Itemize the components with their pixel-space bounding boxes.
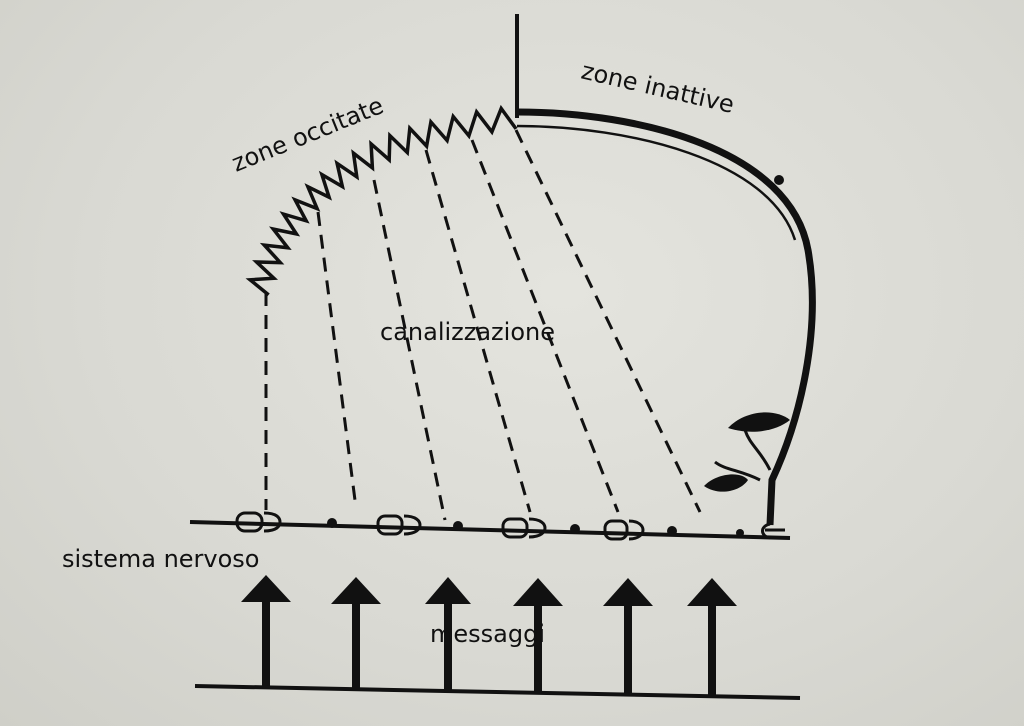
arc-dot: [774, 175, 784, 185]
message-arrow: [603, 578, 653, 696]
inactive-zone-arc-inner: [516, 124, 797, 241]
nerve-ending-blob: [728, 412, 790, 432]
node-dot: [667, 526, 677, 536]
synapse: [501, 517, 547, 539]
node-dot: [327, 518, 337, 528]
synapse: [235, 511, 282, 533]
synapse-end: [761, 522, 785, 540]
channel-line: [316, 211, 358, 509]
channel-lines: [264, 129, 702, 521]
inactive-zone-arc: [516, 108, 816, 526]
node-dot: [570, 524, 580, 534]
label-inactive-zones: zone inattive: [579, 57, 737, 119]
message-arrow: [241, 575, 291, 688]
label-channeling: canalizzazione: [380, 318, 555, 346]
message-arrow: [513, 578, 563, 694]
excited-zone-zigzag: [245, 104, 518, 297]
label-nervous-system: sistema nervoso: [62, 545, 259, 573]
synapse: [603, 519, 645, 541]
message-arrow: [331, 577, 381, 690]
label-messages: messaggi: [430, 620, 545, 648]
nodes: [327, 518, 744, 537]
channel-line: [514, 129, 702, 513]
nerve-ending-blob: [704, 474, 748, 492]
synapses: [235, 511, 785, 541]
base-line: [194, 684, 801, 700]
message-arrow: [425, 577, 471, 692]
channel-line: [470, 139, 620, 513]
synapse: [376, 514, 422, 536]
node-dot: [453, 521, 463, 531]
node-dot: [736, 529, 744, 537]
nerve-branch: [714, 429, 772, 482]
label-excited-zones: zone occitate: [228, 91, 388, 177]
message-arrows: [241, 575, 737, 698]
channel-line: [424, 149, 532, 513]
nervous-system-line: [189, 520, 791, 540]
message-arrow: [687, 578, 737, 698]
channel-line: [372, 179, 447, 521]
